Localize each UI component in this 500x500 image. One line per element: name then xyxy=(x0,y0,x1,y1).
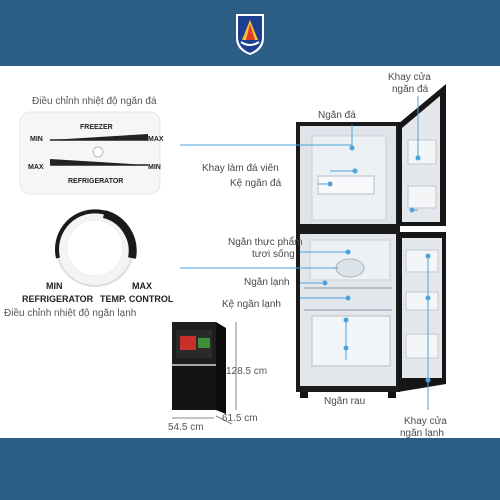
fridge-control-caption: Điều chỉnh nhiệt độ ngăn lạnh xyxy=(4,308,137,319)
callout-khay-lam-da-vien: Khay làm đá viên xyxy=(202,163,279,174)
footer-band xyxy=(0,438,500,500)
callout-ngan-da: Ngăn đá xyxy=(318,110,356,121)
slider-freezer-label: FREEZER xyxy=(80,124,113,131)
width-dimension: 54.5 cm xyxy=(168,422,204,433)
callout-ngan-lanh: Ngăn lạnh xyxy=(244,277,290,288)
callout-ngan-rau: Ngăn rau xyxy=(324,396,366,407)
dial-max-label: MAX xyxy=(132,281,152,291)
dial-refrigerator-label: REFRIGERATOR xyxy=(22,294,94,304)
slider-max-top: MAX xyxy=(148,136,164,143)
brand-logo-icon xyxy=(236,14,264,55)
callout-khay-cua-ngan-da-line1: Khay cửa xyxy=(388,72,431,83)
slider-min-bottom: MIN xyxy=(148,164,161,171)
slider-min-top: MIN xyxy=(30,136,43,143)
callout-khay-cua-ngan-lanh-line1: Khay cửa xyxy=(404,416,447,427)
slider-refrigerator-label: REFRIGERATOR xyxy=(68,178,124,185)
height-dimension: 128.5 cm xyxy=(226,366,268,377)
slider-max-bottom: MAX xyxy=(28,164,44,171)
callout-ke-ngan-lanh: Kệ ngăn lạnh xyxy=(222,299,281,310)
callout-khay-cua-ngan-da-line2: ngăn đá xyxy=(392,84,429,95)
dial-temp-control-label: TEMP. CONTROL xyxy=(100,294,174,304)
callout-khay-cua-ngan-lanh-line2: ngăn lạnh xyxy=(400,428,444,439)
callout-ke-ngan-da: Kệ ngăn đá xyxy=(230,178,282,189)
callout-ngan-thuc-pham-line1: Ngăn thực phẩm xyxy=(228,237,303,248)
depth-dimension: 61.5 cm xyxy=(222,413,258,424)
dial-min-label: MIN xyxy=(46,281,63,291)
freezer-control-caption: Điều chỉnh nhiệt độ ngăn đá xyxy=(32,96,157,107)
callout-ngan-thuc-pham-line2: tươi sống xyxy=(252,249,295,260)
